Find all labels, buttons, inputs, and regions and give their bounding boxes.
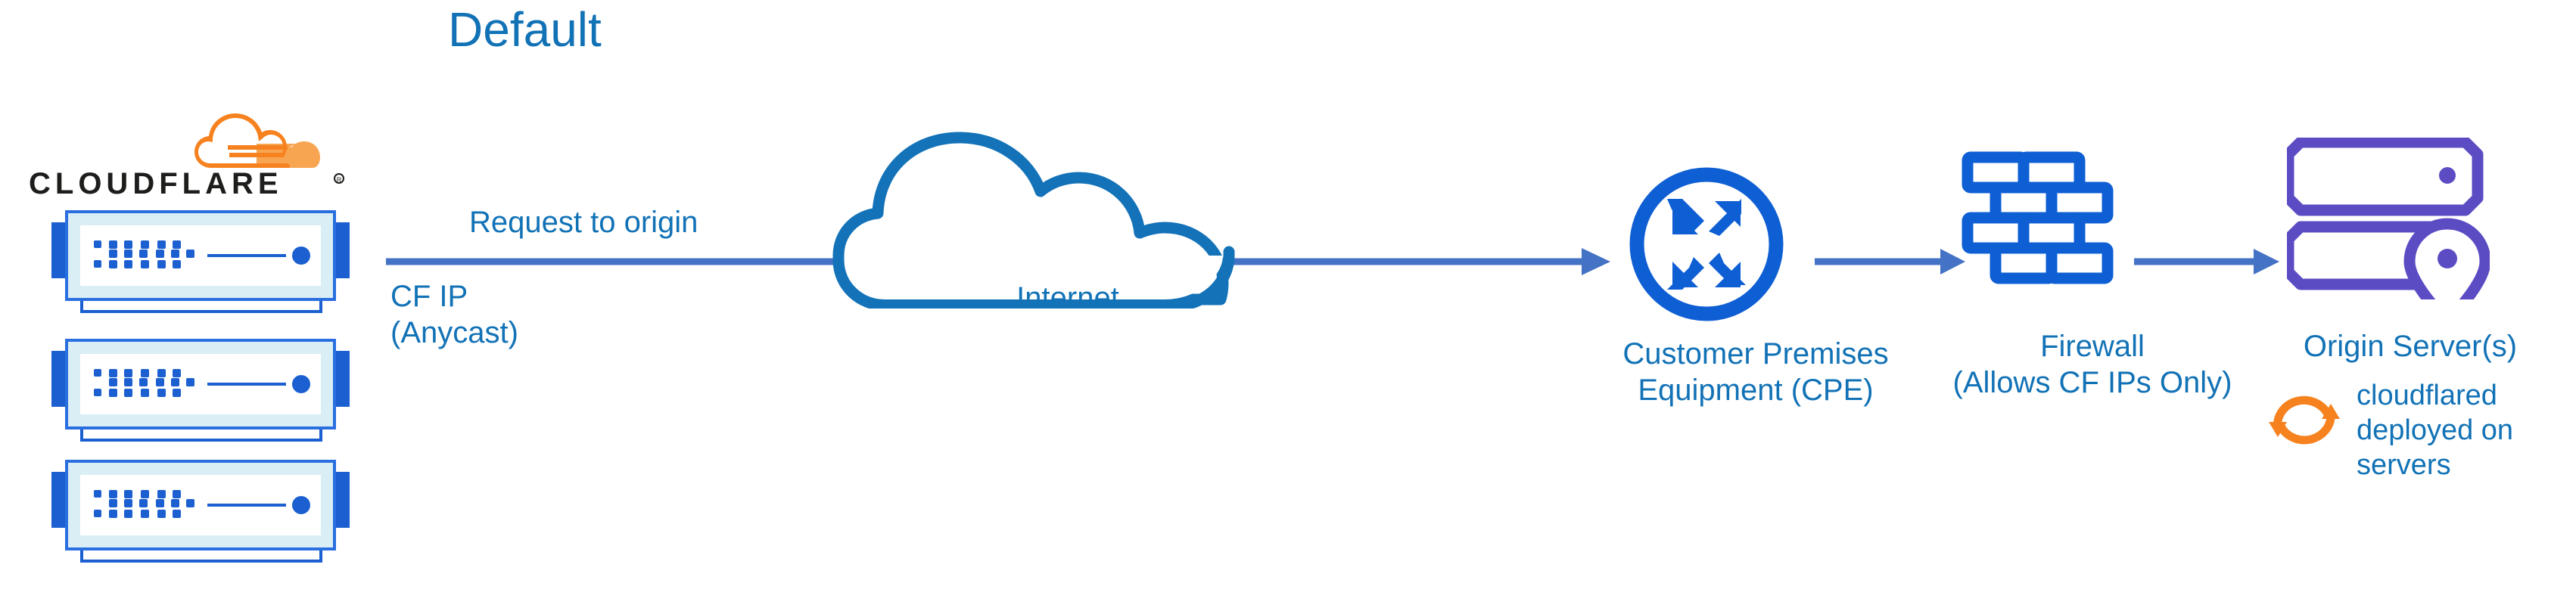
request-to-origin-label: Request to origin	[469, 206, 698, 239]
svg-text:CLOUDFLARE: CLOUDFLARE	[29, 167, 283, 200]
server-rack-icon	[30, 210, 363, 313]
svg-text:R: R	[337, 176, 342, 184]
origin-server-label: Origin Server(s)	[2244, 328, 2576, 364]
page-title: Default	[448, 2, 602, 57]
firewall-label-line1: Firewall	[2040, 330, 2145, 363]
cpe-label: Customer Premises Equipment (CPE)	[1544, 336, 1968, 408]
cf-ip-anycast-label: CF IP (Anycast)	[390, 278, 518, 351]
cpe-label-line1: Customer Premises	[1622, 337, 1889, 371]
arrow-firewall-to-origin	[2134, 243, 2282, 280]
server-rack-icon	[30, 339, 363, 442]
cloudflared-note: cloudflared deployed on servers	[2264, 378, 2567, 537]
brick-wall-icon	[1962, 144, 2120, 295]
internet-label: Internet	[1016, 281, 1119, 315]
server-location-pin-icon	[2287, 138, 2490, 299]
firewall-label-line2: (Allows CF IPs Only)	[1952, 366, 2232, 399]
origin-server-label-text: Origin Server(s)	[2303, 330, 2518, 363]
firewall-label: Firewall (Allows CF IPs Only)	[1884, 328, 2301, 401]
cloudflared-note-line3: servers	[2357, 449, 2451, 481]
cf-ip-line1: CF IP	[390, 280, 468, 313]
cloudflare-logo: CLOUDFLARE R	[29, 98, 347, 200]
cloudflared-note-line2: deployed on	[2357, 414, 2514, 446]
cf-ip-line2: (Anycast)	[390, 316, 518, 349]
router-four-arrows-icon	[1626, 163, 1787, 325]
server-rack-icon	[30, 460, 363, 563]
circular-sync-arrows-icon	[2264, 384, 2344, 457]
arrow-cpe-to-firewall	[1815, 243, 1966, 280]
cloudflare-cloud-icon	[184, 98, 320, 168]
cloudflared-note-line1: cloudflared	[2357, 380, 2497, 411]
cloud-outline-icon	[829, 104, 1306, 309]
cloudflared-note-text: cloudflared deployed on servers	[2357, 378, 2568, 482]
cloudflare-wordmark: CLOUDFLARE R	[29, 166, 347, 200]
cpe-label-line2: Equipment (CPE)	[1638, 374, 1874, 407]
